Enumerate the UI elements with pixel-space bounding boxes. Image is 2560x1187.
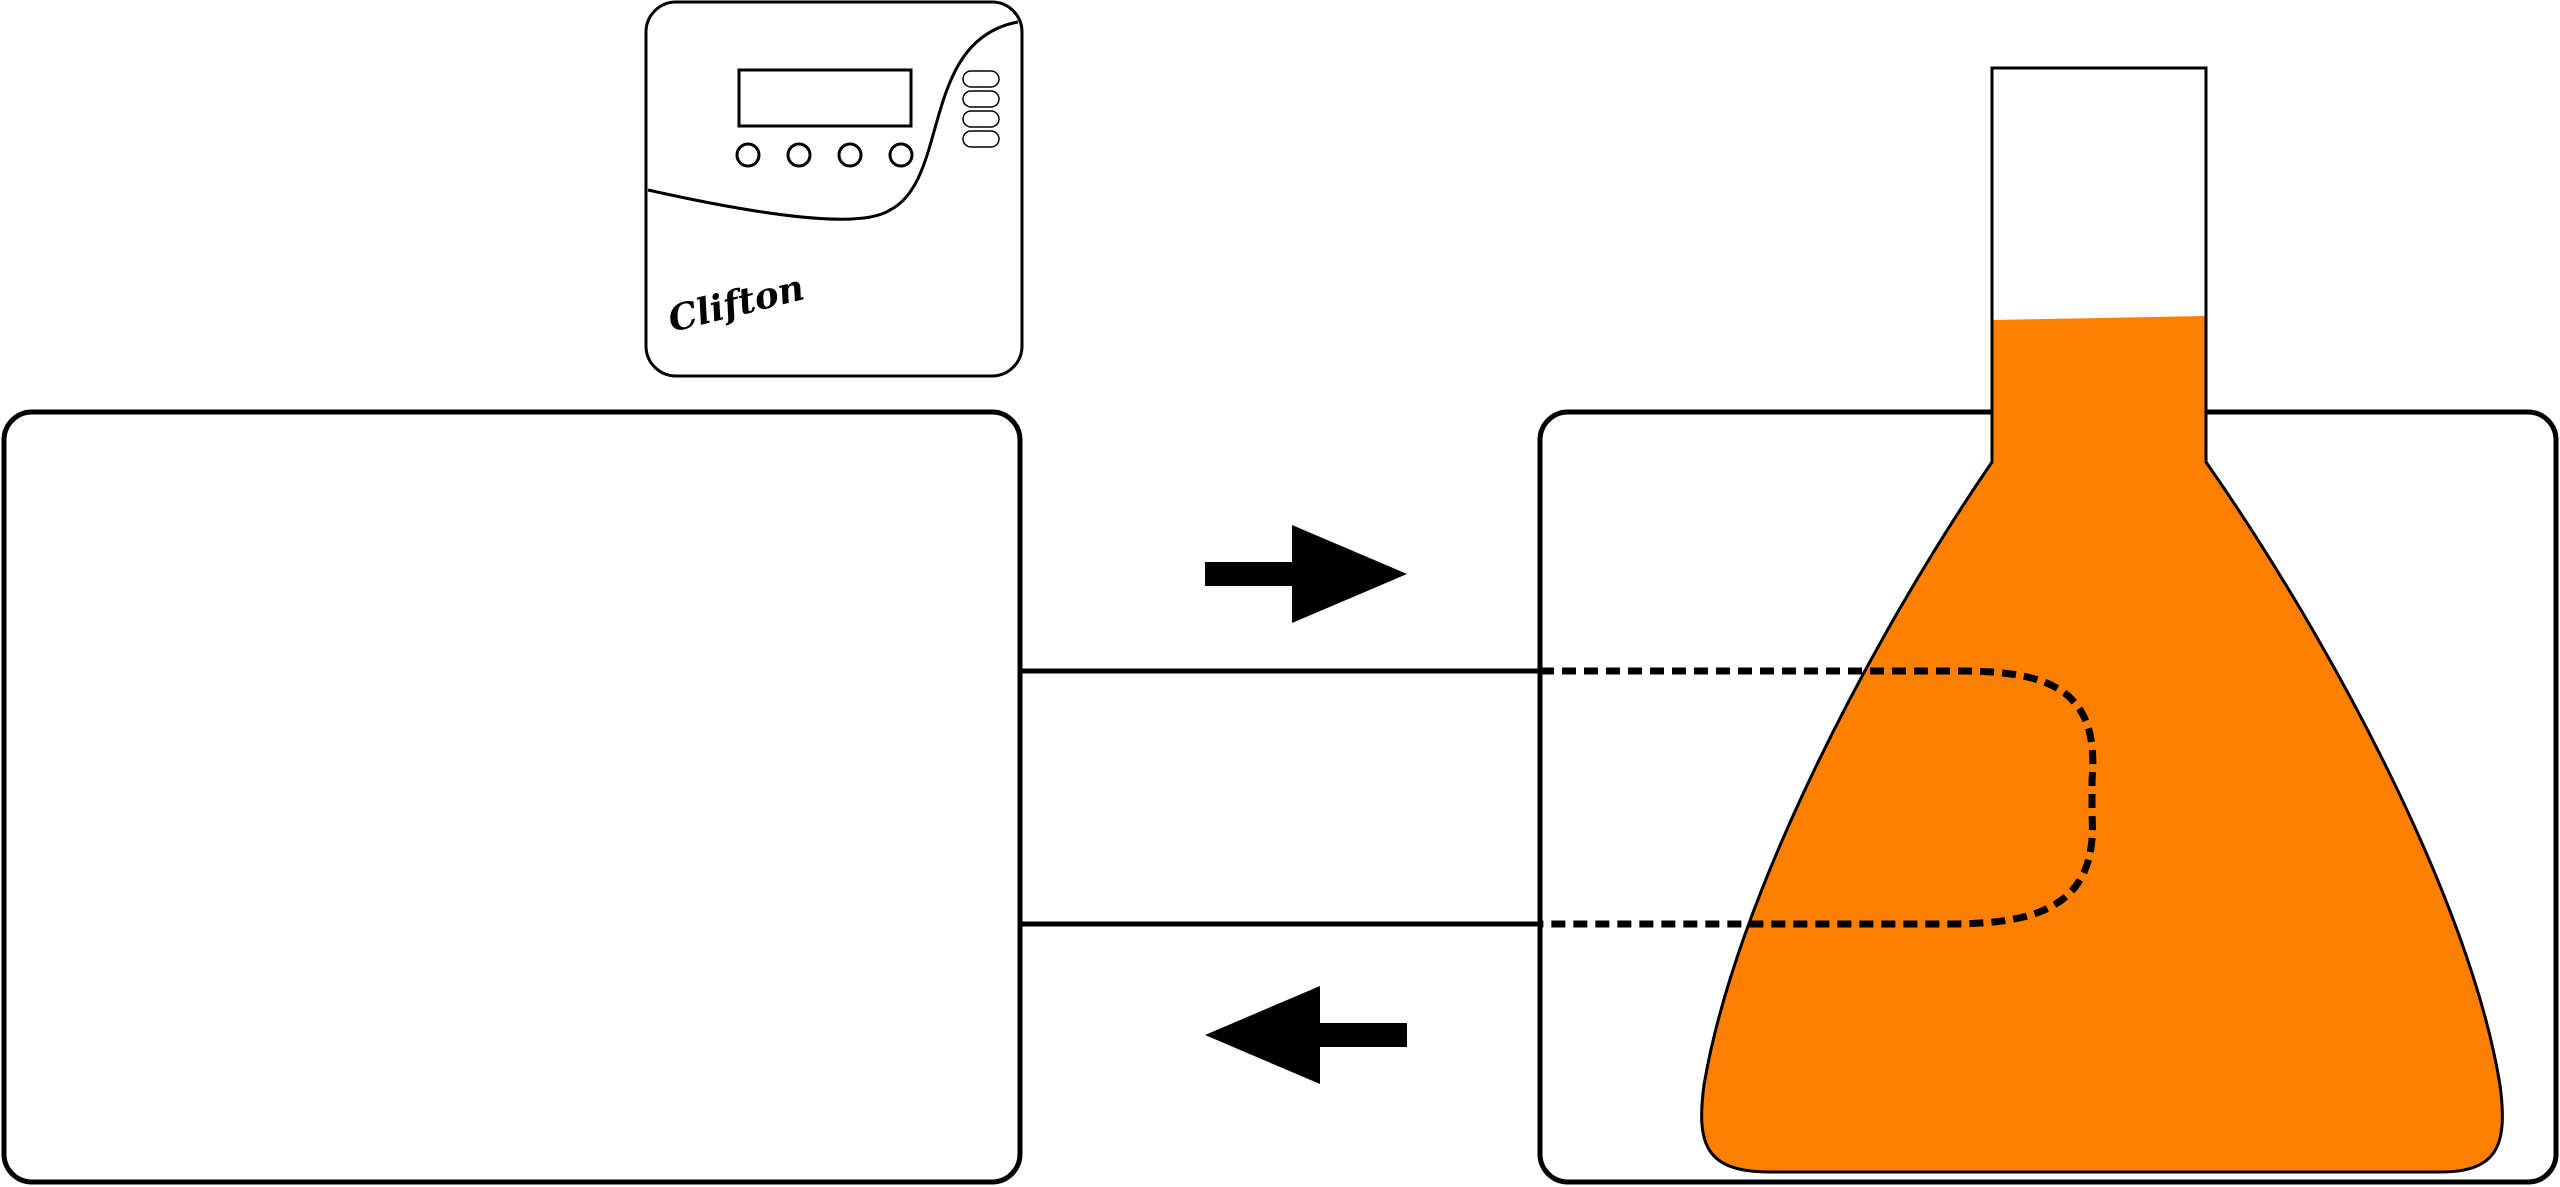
flask-neck-outline xyxy=(1990,66,2208,330)
controller-button[interactable] xyxy=(786,142,812,168)
flask-liquid xyxy=(1701,316,2503,1172)
controller-switch[interactable] xyxy=(962,110,1000,128)
controller-button[interactable] xyxy=(837,142,863,168)
left-chamber xyxy=(1,409,1023,1185)
controller-switch[interactable] xyxy=(962,90,1000,108)
controller-display xyxy=(737,68,913,128)
cooling-coil xyxy=(1540,667,2097,928)
flow-arrow-left xyxy=(1205,986,1407,1084)
controller-button[interactable] xyxy=(735,142,761,168)
controller-button[interactable] xyxy=(888,142,914,168)
controller-unit: Clifton xyxy=(644,0,1024,378)
controller-switches xyxy=(962,70,1000,148)
controller-switch[interactable] xyxy=(962,70,1000,88)
controller-switch[interactable] xyxy=(962,130,1000,148)
controller-panel-curve xyxy=(647,20,1019,221)
flow-arrow-right xyxy=(1205,525,1407,623)
controller-buttons xyxy=(735,142,914,168)
flask-outline xyxy=(1700,66,2504,1174)
